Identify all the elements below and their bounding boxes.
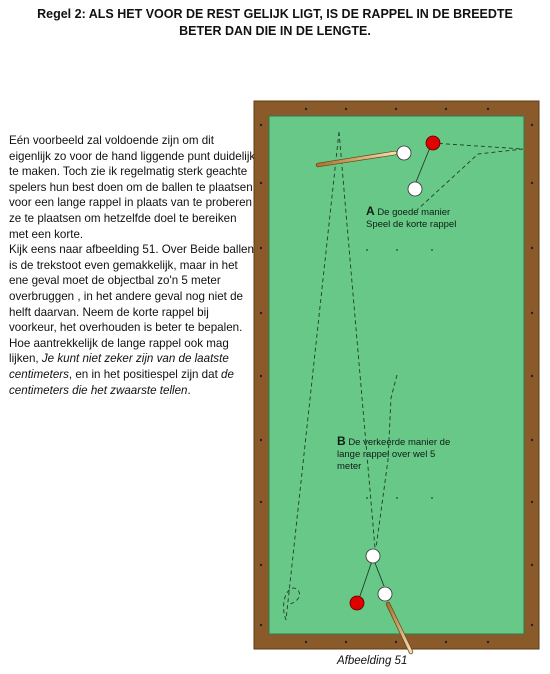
paragraph-2-emphasis-1: Je kunt niet zeker zijn van de laatste c… <box>9 352 229 381</box>
object-ball-b <box>365 548 381 564</box>
cue-stick-b <box>385 601 414 655</box>
path-long-diagonal-left <box>285 131 340 621</box>
path-a-short-rappel <box>416 142 524 211</box>
heading-line-1: Regel 2: ALS HET VOOR DE REST GELIJK LIG… <box>37 7 513 21</box>
cue-stick-a <box>315 150 398 168</box>
label-a: A De goede manier Speel de korte rappel <box>366 205 456 231</box>
body-text: Eén voorbeeld zal voldoende zijn om dit … <box>9 133 257 398</box>
paragraph-2-text-b: , en in het positiespel zijn dat <box>68 367 222 381</box>
cloth-spots <box>366 249 433 499</box>
object-ball-a <box>407 181 423 197</box>
cue-ball-b <box>377 586 393 602</box>
label-a-line-1: De goede manier <box>377 207 451 218</box>
rail-diamonds <box>259 107 534 644</box>
label-a-line-2: Speel de korte rappel <box>366 219 457 230</box>
page-heading: Regel 2: ALS HET VOOR DE REST GELIJK LIG… <box>0 6 550 40</box>
red-ball-b <box>349 595 365 611</box>
path-curl <box>283 587 300 621</box>
label-b-line-2: lange rappel over wel 5 <box>337 449 436 460</box>
paragraph-2-text-a: Kijk eens naar afbeelding 51. Over Beide… <box>9 243 254 366</box>
label-a-letter: A <box>366 204 375 218</box>
red-ball-a <box>425 135 441 151</box>
table-cloth <box>268 115 525 635</box>
paragraph-2-text-c: . <box>187 383 191 397</box>
figure-caption: Afbeelding 51 <box>337 655 408 667</box>
paragraph-1: Eén voorbeeld zal voldoende zijn om dit … <box>9 134 256 241</box>
cue-ball-a <box>396 145 412 161</box>
label-b-line-1: De verkeerde manier de <box>348 437 451 448</box>
heading-line-2: BETER DAN DIE IN DE LENGTE. <box>179 24 371 38</box>
label-b-letter: B <box>337 434 346 448</box>
ball-paths <box>283 131 524 621</box>
label-b-line-3: meter <box>337 461 362 472</box>
paragraph-2-emphasis-2: de centimeters die het zwaarste tellen <box>9 367 234 397</box>
paragraph-2: Kijk eens naar afbeelding 51. Over Beide… <box>9 242 257 398</box>
label-b: B De verkeerde manier de lange rappel ov… <box>337 435 450 473</box>
